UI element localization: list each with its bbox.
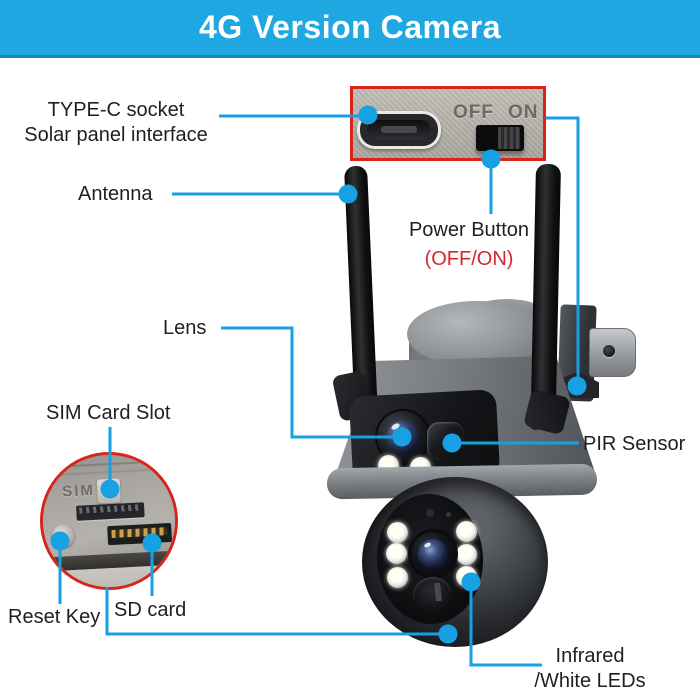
label-pir-sensor: PIR Sensor: [583, 433, 686, 455]
label-antenna: Antenna: [78, 183, 153, 205]
label-infrared-leds: Infrared /White LEDs: [488, 644, 692, 694]
infrared-white-led: [387, 567, 408, 588]
sim-slot-contacts: [79, 504, 142, 514]
label-sim-card-slot: SIM Card Slot: [46, 402, 171, 424]
page-title: 4G Version Camera: [199, 9, 501, 45]
type-c-port-icon: [357, 111, 441, 149]
label-infrared-line1: Infrared: [555, 645, 625, 667]
infrared-white-led: [386, 543, 407, 564]
light-sensor-dot: [446, 512, 451, 517]
label-typec: TYPE-C socket Solar panel interface: [2, 98, 230, 148]
type-c-port-slot: [367, 120, 431, 140]
label-typec-line1: TYPE-C socket: [47, 99, 185, 121]
label-power-line1: Power Button: [408, 219, 530, 241]
infrared-white-led: [456, 544, 477, 565]
type-c-port-tongue: [381, 126, 417, 133]
label-lens: Lens: [163, 317, 207, 339]
sim-compartment-photo: SIM: [43, 455, 175, 587]
camera-mount-plate: [589, 328, 636, 377]
port-zoom-inset: OFF ON: [350, 86, 546, 161]
sim-slot-cover: [96, 478, 121, 504]
reset-button-icon: [51, 523, 76, 549]
sim-zoom-inset: SIM: [40, 452, 178, 590]
label-power-button: Power Button (OFF/ON): [393, 216, 545, 274]
lower-lens-glass: [418, 539, 448, 569]
pir-sensor-window: [427, 422, 464, 460]
sim-engraving: SIM: [61, 481, 96, 501]
infrared-white-led: [456, 566, 477, 587]
title-banner: 4G Version Camera: [0, 0, 700, 58]
label-power-mode: (OFF/ON): [424, 248, 514, 270]
label-typec-line2: Solar panel interface: [24, 124, 208, 146]
power-switch-knob: [498, 127, 520, 149]
infrared-white-led: [456, 521, 477, 542]
infrared-white-led: [387, 522, 408, 543]
metal-scratch: [43, 467, 175, 478]
power-switch-icon: [476, 125, 524, 151]
label-reset-key: Reset Key: [8, 606, 101, 628]
camera-pan-cap: [407, 301, 547, 367]
label-infrared-line2: /White LEDs: [534, 670, 646, 692]
sd-slot-contacts: [111, 527, 168, 539]
sd-card-slot-icon: [107, 522, 173, 546]
mount-plate-hole: [603, 345, 615, 357]
label-sd-card: SD card: [114, 599, 187, 621]
sim-card-slot-icon: [76, 502, 145, 521]
light-sensor-dot: [426, 509, 434, 517]
on-engraving: ON: [508, 102, 539, 123]
off-engraving: OFF: [453, 102, 494, 123]
antenna-left: [344, 165, 378, 405]
metal-scratch: [43, 459, 175, 469]
